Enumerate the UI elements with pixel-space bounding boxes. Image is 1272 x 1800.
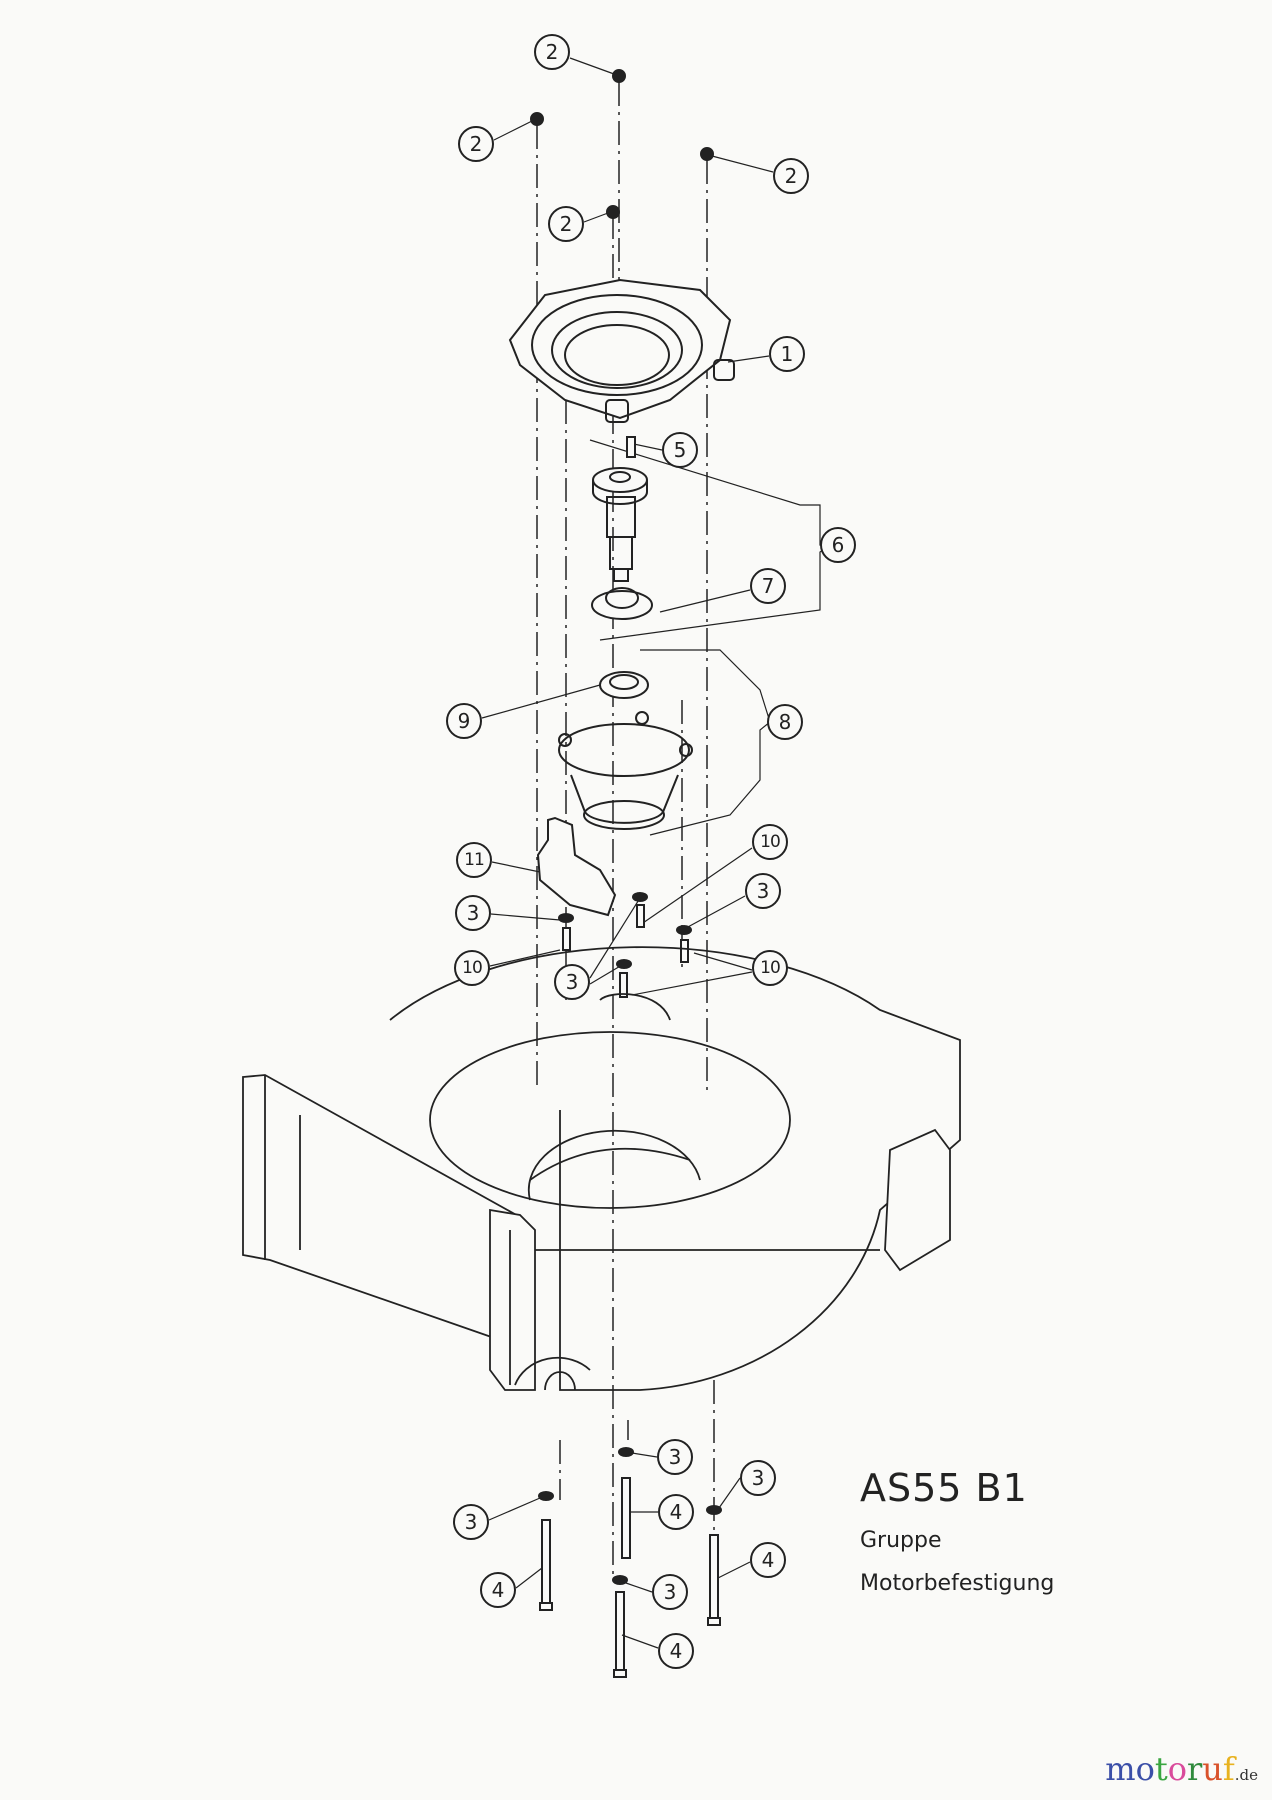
logo-wordmark: motoruf <box>1105 1750 1235 1788</box>
bottom-bolts <box>538 1447 722 1678</box>
group-name: Motorbefestigung <box>860 1571 1055 1596</box>
part-callout-1: 1 <box>769 336 805 372</box>
part-callout-3: 3 <box>652 1574 688 1610</box>
part-callout-10: 10 <box>752 950 788 986</box>
part-callout-3: 3 <box>453 1504 489 1540</box>
part-callout-10: 10 <box>752 824 788 860</box>
part-callout-7: 7 <box>750 568 786 604</box>
part-callout-2: 2 <box>548 206 584 242</box>
motor-flange <box>508 278 735 423</box>
part-callout-4: 4 <box>658 1633 694 1669</box>
model-title: AS55 B1 <box>860 1466 1028 1510</box>
mower-deck <box>242 946 961 1391</box>
part-callout-3: 3 <box>740 1460 776 1496</box>
part-callout-2: 2 <box>773 158 809 194</box>
part-callout-3: 3 <box>745 873 781 909</box>
part-callout-11: 11 <box>456 842 492 878</box>
part-callout-8: 8 <box>767 704 803 740</box>
part-callout-10: 10 <box>454 950 490 986</box>
part-callout-4: 4 <box>658 1494 694 1530</box>
part-callout-3: 3 <box>657 1439 693 1475</box>
part-callout-3: 3 <box>455 895 491 931</box>
part-callout-5: 5 <box>662 432 698 468</box>
part-callout-4: 4 <box>480 1572 516 1608</box>
shaft <box>592 467 648 582</box>
logo-suffix: .de <box>1234 1766 1258 1784</box>
title-block: AS55 B1 Gruppe Motorbefestigung <box>860 1466 1054 1596</box>
group-label: Gruppe <box>860 1528 942 1553</box>
leader-lines <box>481 57 832 996</box>
part-callout-4: 4 <box>750 1542 786 1578</box>
small-bolts <box>558 892 692 998</box>
part-callout-3: 3 <box>554 964 590 1000</box>
motoruf-logo[interactable]: motoruf.de <box>1105 1750 1258 1788</box>
part-callout-2: 2 <box>458 126 494 162</box>
part-callout-9: 9 <box>446 703 482 739</box>
nuts <box>530 69 714 219</box>
part-callout-2: 2 <box>534 34 570 70</box>
part-callout-6: 6 <box>820 527 856 563</box>
bearing-housing <box>558 711 693 830</box>
